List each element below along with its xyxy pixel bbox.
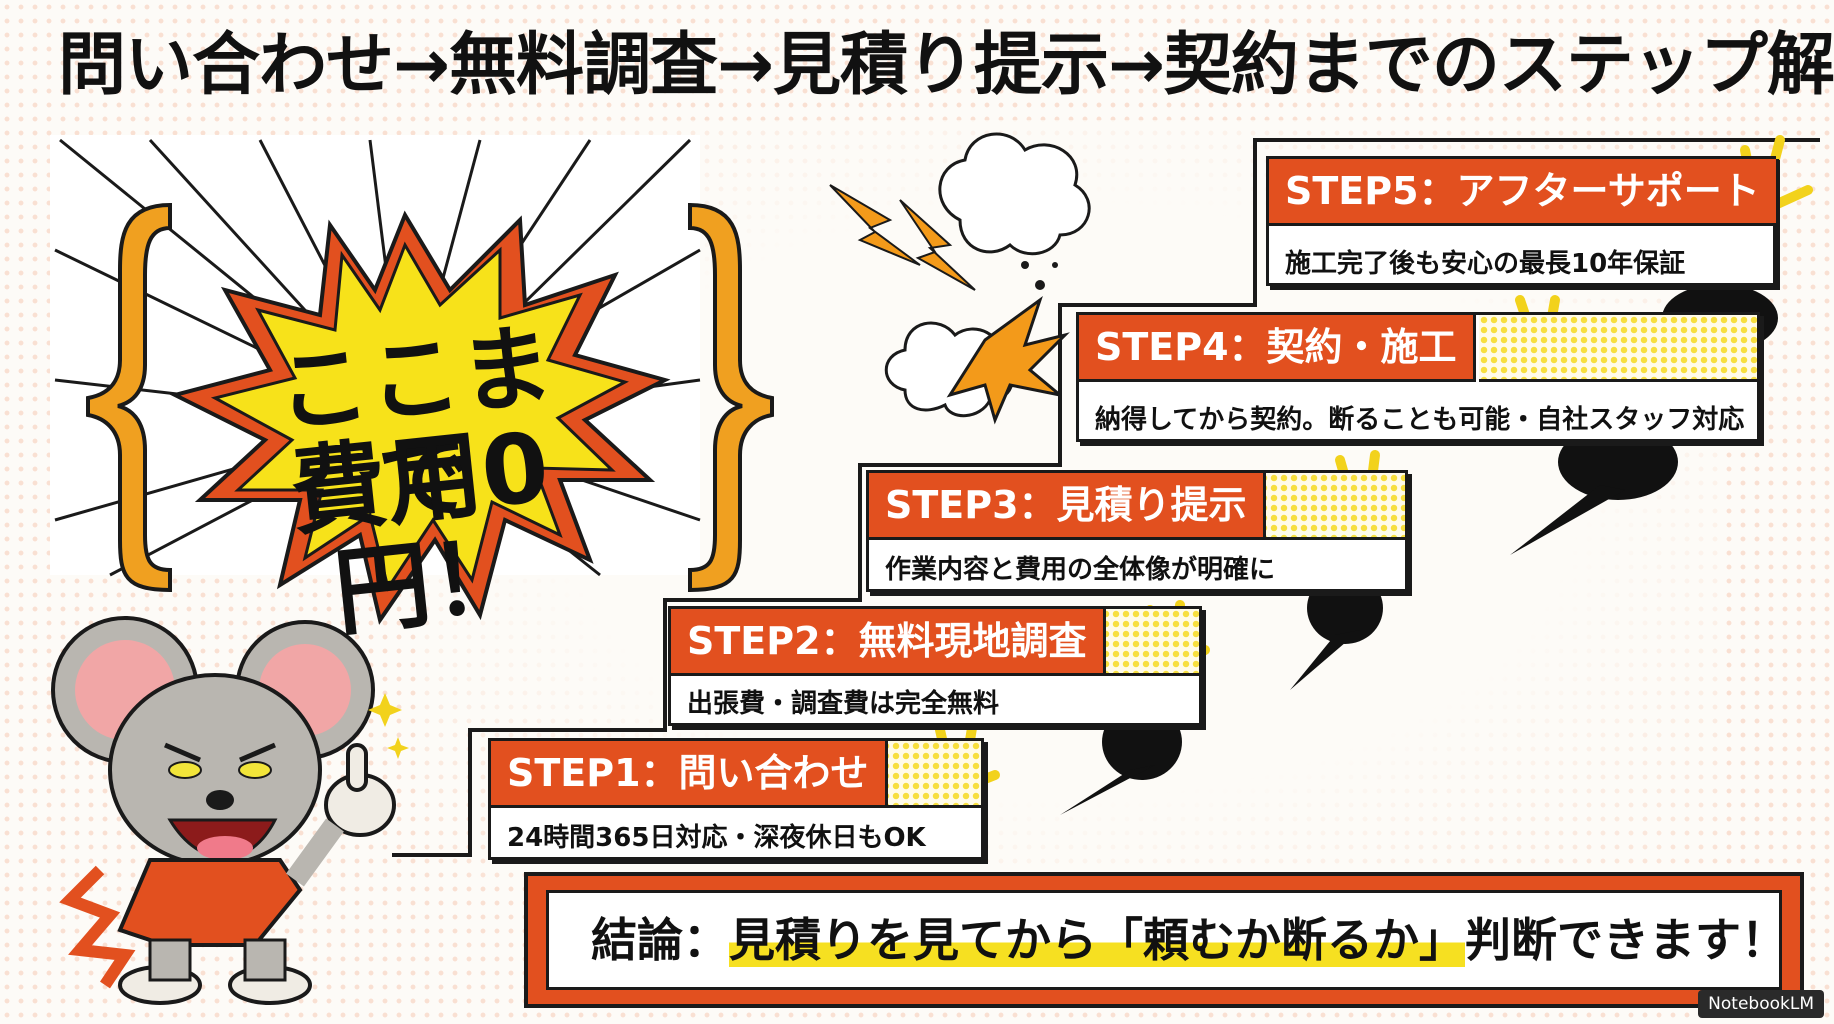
conclusion-banner: 結論：見積りを見てから「頼むか断るか」判断できます！ bbox=[524, 872, 1804, 1008]
step-description: 作業内容と費用の全体像が明確に bbox=[885, 555, 1276, 585]
promo-line-2: 費用0円！ bbox=[285, 411, 555, 650]
step-halftone bbox=[871, 741, 981, 808]
conclusion-highlight: 見積りを見てから「頼むか断るか」 bbox=[729, 913, 1465, 967]
step-card-3: STEP3：見積り提示 作業内容と費用の全体像が明確に bbox=[866, 470, 1408, 592]
step-description: 施工完了後も安心の最長10年保証 bbox=[1285, 249, 1686, 279]
step-title: STEP1：問い合わせ bbox=[491, 741, 888, 808]
starburst bbox=[169, 210, 671, 625]
step-card-5: STEP5：アフターサポート 施工完了後も安心の最長10年保証 bbox=[1266, 156, 1779, 286]
conclusion-box: 結論：見積りを見てから「頼むか断るか」判断できます！ bbox=[546, 890, 1787, 990]
step-description: 24時間365日対応・深夜休日もOK bbox=[507, 823, 926, 853]
staircase-outline bbox=[392, 138, 1820, 857]
notebooklm-label: NotebookLM bbox=[1708, 994, 1814, 1014]
step-halftone bbox=[1479, 315, 1757, 382]
step-card-2: STEP2：無料現地調査 出張費・調査費は完全無料 bbox=[668, 606, 1202, 726]
step-card-1: STEP1：問い合わせ 24時間365日対応・深夜休日もOK bbox=[488, 738, 984, 860]
step-halftone bbox=[1259, 473, 1405, 540]
conclusion-suffix: 判断できます！ bbox=[1465, 913, 1787, 967]
step-title: STEP5：アフターサポート bbox=[1269, 159, 1779, 226]
conclusion-prefix: 結論： bbox=[591, 913, 729, 967]
step-card-4: STEP4：契約・施工 納得してから契約。断ることも可能・自社スタッフ対応 bbox=[1076, 312, 1760, 442]
page-title: 問い合わせ→無料調査→見積り提示→契約までのステップ解説 bbox=[58, 26, 1834, 105]
bracket-right bbox=[688, 202, 774, 593]
notebooklm-badge: NotebookLM bbox=[1698, 990, 1824, 1018]
step-title: STEP3：見積り提示 bbox=[869, 473, 1266, 540]
step-description: 納得してから契約。断ることも可能・自社スタッフ対応 bbox=[1095, 405, 1745, 435]
step-title: STEP2：無料現地調査 bbox=[671, 609, 1106, 676]
step-title: STEP4：契約・施工 bbox=[1079, 315, 1476, 382]
mouse-mascot bbox=[51, 616, 409, 1005]
explosion bbox=[829, 132, 1091, 425]
bracket-left bbox=[86, 202, 172, 593]
step-description: 出張費・調査費は完全無料 bbox=[687, 689, 1000, 719]
